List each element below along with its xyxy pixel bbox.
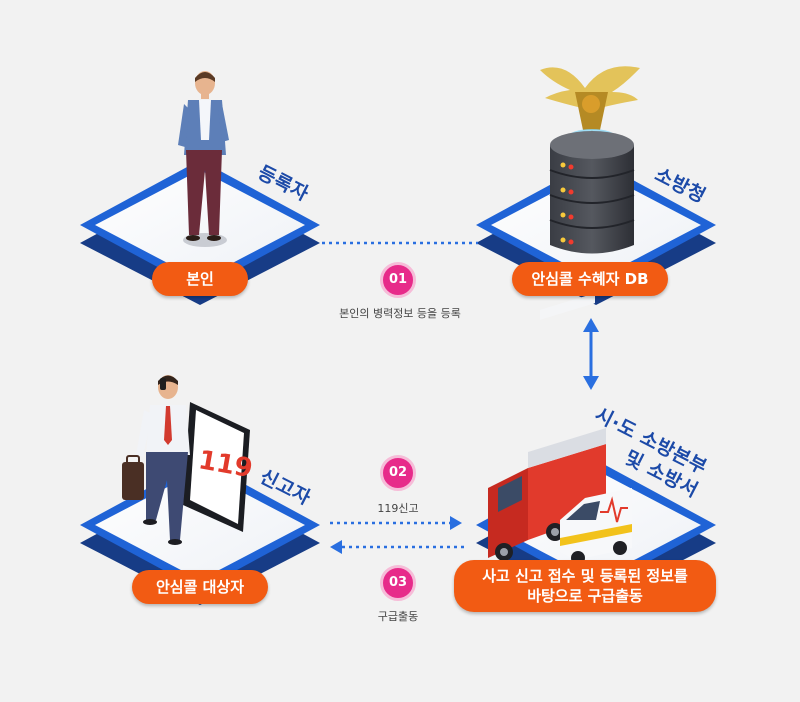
server-db-illustration — [540, 66, 640, 254]
pill-fire-hq: 사고 신고 접수 및 등록된 정보를 바탕으로 구급출동 — [454, 560, 716, 612]
pill-fire-hq-line2: 바탕으로 구급출동 — [527, 587, 643, 605]
person-registrant-illustration — [178, 71, 229, 241]
pill-fire-hq-line1: 사고 신고 접수 및 등록된 정보를 — [482, 567, 688, 585]
connector-report-119 — [330, 516, 462, 530]
step-caption-02: 119신고 — [377, 502, 419, 515]
pill-registrant: 본인 — [152, 262, 248, 296]
connector-db-hq-bidirectional — [583, 318, 599, 390]
step-caption-03: 구급출동 — [377, 610, 419, 623]
pill-reporter: 안심콜 대상자 — [132, 570, 268, 604]
step-badge-03: 03 — [380, 565, 416, 601]
pill-fire-agency: 안심콜 수혜자 DB — [512, 262, 668, 296]
person-reporter-illustration: 119 — [122, 375, 255, 545]
vehicles-illustration — [488, 293, 632, 565]
step-badge-02: 02 — [380, 455, 416, 491]
step-caption-01: 본인의 병력정보 등을 등록 — [339, 307, 461, 320]
connector-dispatch — [330, 540, 464, 554]
step-badge-01: 01 — [380, 262, 416, 298]
